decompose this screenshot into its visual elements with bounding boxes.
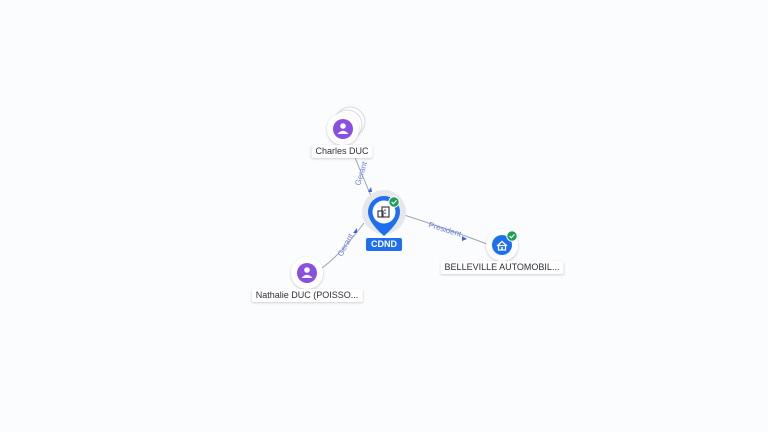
building-icon — [377, 206, 390, 218]
node-belleville[interactable] — [486, 229, 518, 261]
node-label-charles[interactable]: Charles DUC — [311, 145, 373, 158]
edge-label-nathalie: Gerant — [336, 231, 356, 258]
person-icon — [333, 119, 353, 139]
edge-label-charles: Gerant — [353, 160, 369, 187]
edge-label-belleville: President — [427, 220, 463, 239]
verified-badge-icon — [388, 196, 400, 208]
arrow-icon — [368, 187, 372, 192]
arrow-icon — [462, 236, 467, 241]
node-label-main[interactable]: CDND — [366, 238, 402, 251]
person-icon — [297, 263, 317, 283]
node-nathalie[interactable] — [291, 257, 323, 289]
edge-main-belleville[interactable]: President — [400, 213, 488, 245]
node-main[interactable] — [362, 190, 406, 236]
node-label-nathalie[interactable]: Nathalie DUC (POISSO... — [251, 289, 363, 302]
arrow-icon — [353, 228, 357, 233]
company-icon — [496, 240, 508, 251]
edge-nathalie-main[interactable]: Gerant — [321, 222, 365, 269]
verified-badge-icon — [506, 230, 518, 242]
node-charles[interactable] — [327, 106, 366, 145]
node-label-belleville[interactable]: BELLEVILLE AUTOMOBIL... — [440, 261, 564, 274]
